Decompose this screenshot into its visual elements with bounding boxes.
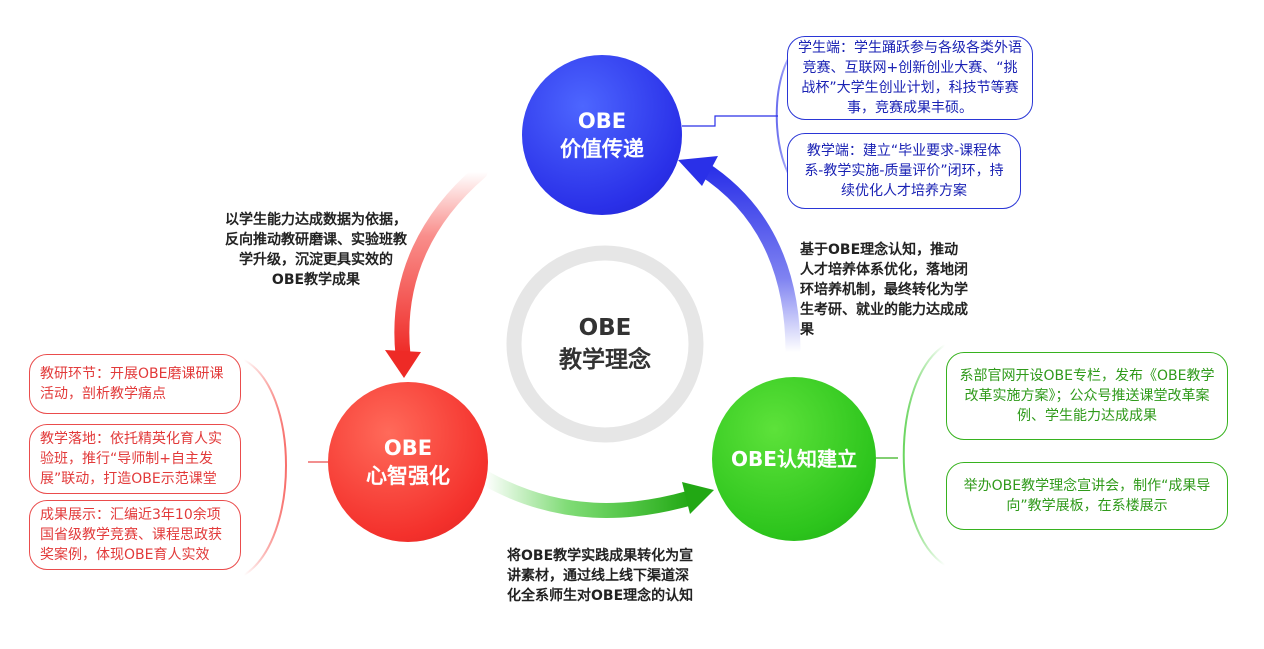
blue-arrow-caption: 基于OBE理念认知，推动人才培养体系优化，落地闭环培养机制，最终转化为学生考研、…: [800, 242, 968, 338]
value-box-teaching: 教学端：建立“毕业要求-课程体系-教学实施-质量评价”闭环，持续优化人才培养方案: [787, 133, 1021, 209]
cognition-node: OBE认知建立: [712, 377, 876, 541]
red-arrow-shaft: [394, 164, 488, 363]
green-arrow-shaft: [477, 470, 698, 518]
cognition-box-lecture: 举办OBE教学理念宣讲会，制作“成果导向”教学展板，在系楼展示: [946, 462, 1228, 530]
blue-arrow-shaft: [694, 160, 801, 360]
center-concept: OBE 教学理念: [505, 244, 705, 444]
red-arrow-head: [385, 350, 421, 378]
mind-node-line2: 心智强化: [366, 464, 450, 488]
value-box-student: 学生端：学生踊跃参与各级各类外语竞赛、互联网+创新创业大赛、“挑战杯”大学生创业…: [787, 36, 1033, 120]
center-subtitle: 教学理念: [559, 347, 651, 373]
value-connector: [682, 115, 778, 127]
mind-node-line1: OBE: [383, 436, 433, 460]
mind-box-results: 成果展示：汇编近3年10余项国省级教学竞赛、课程思政获奖案例，体现OBE育人实效: [29, 500, 241, 570]
cognition-brace: [902, 344, 946, 566]
blue-arrow-head: [678, 156, 718, 186]
center-ring: [506, 245, 704, 443]
mind-box-research: 教研环节：开展OBE磨课研课活动，剖析教学痛点: [29, 354, 241, 414]
value-node-line2: 价值传递: [560, 137, 644, 161]
value-node: OBE 价值传递: [522, 55, 682, 215]
cognition-box-website: 系部官网开设OBE专栏，发布《OBE教学改革实施方案》；公众号推送课堂改革案例、…: [946, 352, 1228, 440]
mind-box-practice: 教学落地：依托精英化育人实验班，推行“导师制+自主发展”联动，打造OBE示范课堂: [29, 424, 241, 494]
value-node-line1: OBE: [577, 109, 627, 133]
green-arrow-caption: 将OBE教学实践成果转化为宣讲素材，通过线上线下渠道深化全系师生对OBE理念的认…: [507, 548, 694, 604]
center-title: OBE: [578, 315, 632, 341]
mind-brace: [243, 359, 287, 576]
cognition-node-label: OBE认知建立: [731, 447, 857, 471]
green-arrow-head: [682, 482, 714, 514]
mind-node: OBE 心智强化: [328, 382, 488, 542]
red-arrow-caption: 以学生能力达成数据为依据，反向推动教研磨课、实验班教学升级，沉淀更具实效的OBE…: [225, 212, 407, 288]
